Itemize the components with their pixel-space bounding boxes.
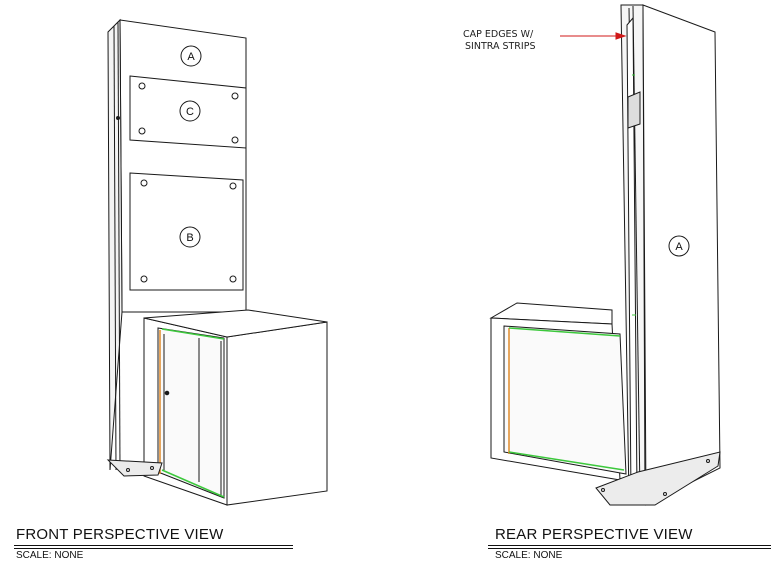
front-base-plate bbox=[106, 459, 163, 477]
rear-tower bbox=[620, 4, 721, 506]
front-title-rule bbox=[14, 545, 293, 546]
callout-circle-c bbox=[179, 100, 201, 122]
callout-circle-rear-a bbox=[668, 235, 690, 257]
callout-circle-a bbox=[180, 45, 202, 67]
front-cabinet bbox=[143, 309, 328, 506]
front-perspective-view: A C B bbox=[106, 18, 328, 506]
callout-circle-b bbox=[179, 226, 201, 248]
rear-perspective-view: A bbox=[489, 4, 721, 506]
rear-base-plate bbox=[595, 451, 721, 506]
front-view-scale: SCALE: NONE bbox=[16, 550, 84, 561]
rear-cabinet bbox=[489, 302, 627, 481]
callout-line-2: SINTRA STRIPS bbox=[465, 41, 536, 52]
label-c: C bbox=[186, 106, 194, 118]
rear-view-scale: SCALE: NONE bbox=[495, 550, 563, 561]
callout-text: CAP EDGES W/ SINTRA STRIPS bbox=[463, 29, 535, 53]
label-a: A bbox=[187, 51, 195, 63]
label-b: B bbox=[186, 232, 193, 244]
callout-arrow bbox=[560, 32, 627, 40]
front-view-title: FRONT PERSPECTIVE VIEW bbox=[16, 526, 224, 543]
label-rear-a: A bbox=[675, 241, 683, 253]
rear-title-rule-2 bbox=[488, 548, 771, 549]
front-title-rule-2 bbox=[14, 548, 293, 549]
rear-view-title: REAR PERSPECTIVE VIEW bbox=[495, 526, 693, 543]
callout-line-1: CAP EDGES W/ bbox=[463, 29, 534, 40]
rear-title-rule bbox=[488, 545, 771, 546]
